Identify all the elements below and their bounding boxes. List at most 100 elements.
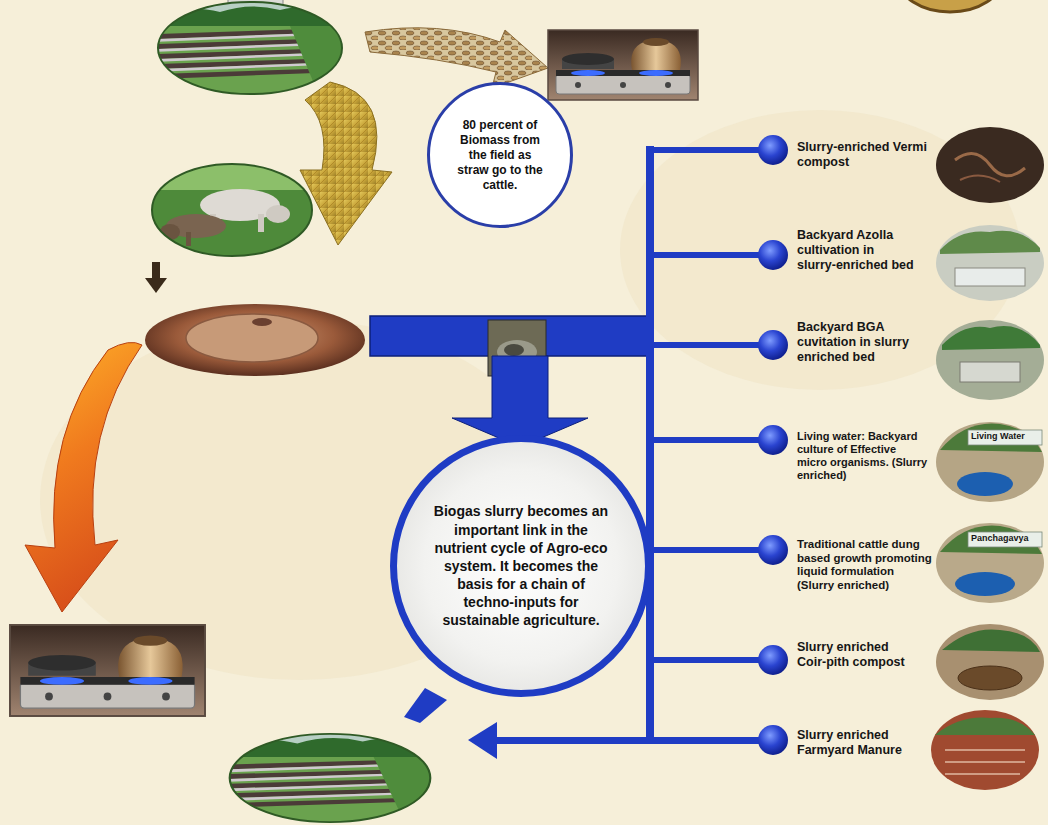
photo-sign: Panchagavya xyxy=(971,533,1029,544)
slurry-distribution-bar xyxy=(758,240,788,270)
stove-photo xyxy=(10,625,205,716)
slurry-distribution-bar xyxy=(758,535,788,565)
azolla-photo xyxy=(936,225,1044,301)
info-circle: 80 percent of Biomass from the field as … xyxy=(427,82,573,228)
cattle-photo xyxy=(266,205,290,223)
slurry-distribution-bar xyxy=(646,146,654,744)
stove-photo xyxy=(548,30,698,100)
slurry-distribution-bar xyxy=(758,135,788,165)
slurry-distribution-bar xyxy=(650,657,762,663)
living-water-photo xyxy=(940,424,1042,452)
cut-photo-top xyxy=(228,0,1002,12)
grain-arrow xyxy=(365,28,548,88)
stove-photo xyxy=(548,30,698,100)
living-water-photo xyxy=(936,422,1044,502)
field-photo xyxy=(226,730,433,825)
living-water-photo xyxy=(968,430,1042,445)
down-arrow-blue xyxy=(404,688,447,723)
coir-pith-photo xyxy=(942,629,1040,652)
cattle-photo xyxy=(160,224,180,240)
down-arrow-blue xyxy=(452,356,588,447)
vermicompost-photo xyxy=(955,154,1025,176)
farmyard-manure-photo xyxy=(945,750,1025,774)
field-photo xyxy=(155,0,345,98)
slurry-photo xyxy=(504,344,524,356)
photo-sign: Living Water xyxy=(971,431,1025,442)
bga-photo xyxy=(936,320,1044,400)
panchagavya-photo xyxy=(936,523,1044,603)
slurry-distribution-bar xyxy=(758,645,788,675)
fire-arrow xyxy=(25,342,142,612)
cattle-photo xyxy=(152,164,312,256)
slurry-distribution-bar xyxy=(758,425,788,455)
branch-label: Slurry enriched Farmyard Manure xyxy=(797,728,929,758)
biogas-dome-photo xyxy=(252,318,272,326)
cattle-photo xyxy=(150,160,320,260)
farmyard-manure-photo xyxy=(935,718,1035,735)
biogas-dome-photo xyxy=(145,304,365,376)
biogas-dome-photo xyxy=(145,304,365,376)
bga-photo xyxy=(960,362,1020,382)
slurry-distribution-bar xyxy=(650,437,762,443)
panchagavya-photo xyxy=(955,572,1015,596)
panchagavya-photo xyxy=(968,532,1042,547)
panchagavya-photo xyxy=(940,526,1042,554)
coir-pith-photo xyxy=(958,666,1022,690)
circle-text: 80 percent of Biomass from the field as … xyxy=(454,118,546,193)
vermicompost-photo xyxy=(936,127,1044,203)
azolla-photo xyxy=(955,268,1025,286)
straw-arrow xyxy=(300,82,392,245)
vermicompost-photo xyxy=(936,127,1044,203)
slurry-distribution-bar xyxy=(758,330,788,360)
living-water-photo xyxy=(957,472,1013,496)
living-water-photo xyxy=(936,422,1044,502)
branch-label: Living water: Backyard culture of Effect… xyxy=(797,430,929,482)
coir-pith-photo xyxy=(936,624,1044,700)
circle-text: Biogas slurry becomes an important link … xyxy=(433,502,609,629)
branch-label: Backyard BGA cuvitation in slurry enrich… xyxy=(797,320,925,364)
down-arrow-dark xyxy=(145,278,167,293)
branch-label: Backyard Azolla cultivation in slurry-en… xyxy=(797,228,915,272)
straw-arrow xyxy=(300,82,392,245)
central-circle: Biogas slurry becomes an important link … xyxy=(390,435,652,697)
panchagavya-photo xyxy=(936,523,1044,603)
farmyard-manure-photo xyxy=(931,710,1039,790)
cattle-photo xyxy=(150,160,320,260)
branch-label: Slurry enriched Coir-pith compost xyxy=(797,640,909,670)
slurry-distribution-bar xyxy=(650,342,762,348)
cut-photo-top xyxy=(898,0,1002,12)
slurry-distribution-bar xyxy=(650,252,762,258)
slurry-distribution-bar xyxy=(468,722,497,759)
biogas-dome-photo xyxy=(186,314,318,362)
down-arrow-dark xyxy=(145,262,167,293)
farmyard-manure-photo xyxy=(931,710,1039,790)
slurry-distribution-bar xyxy=(650,147,762,153)
down-arrow-dark xyxy=(152,262,160,280)
vermicompost-photo xyxy=(960,175,1000,182)
cattle-photo xyxy=(258,214,264,232)
cattle-photo xyxy=(186,232,191,246)
circle-text-block: Biogas slurry becomes an important link … xyxy=(433,502,609,629)
field-photo xyxy=(155,0,345,98)
slurry-distribution-bar xyxy=(650,547,762,553)
grain-arrow xyxy=(365,28,548,88)
stove-photo xyxy=(10,625,205,716)
azolla-photo xyxy=(940,231,1040,254)
azolla-photo xyxy=(936,225,1044,301)
bga-photo xyxy=(942,326,1040,350)
circle-text-block: 80 percent of Biomass from the field as … xyxy=(454,118,546,193)
slurry-distribution-bar xyxy=(758,725,788,755)
branch-label: Traditional cattle dung based growth pro… xyxy=(797,538,932,592)
branch-label: Slurry-enriched Vermi compost xyxy=(797,140,937,170)
slurry-distribution-bar xyxy=(495,737,762,744)
slurry-distribution-bar xyxy=(370,135,788,759)
field-photo xyxy=(226,730,433,825)
coir-pith-photo xyxy=(936,624,1044,700)
bga-photo xyxy=(936,320,1044,400)
fire-arrow xyxy=(25,342,142,612)
cattle-photo xyxy=(150,160,320,260)
